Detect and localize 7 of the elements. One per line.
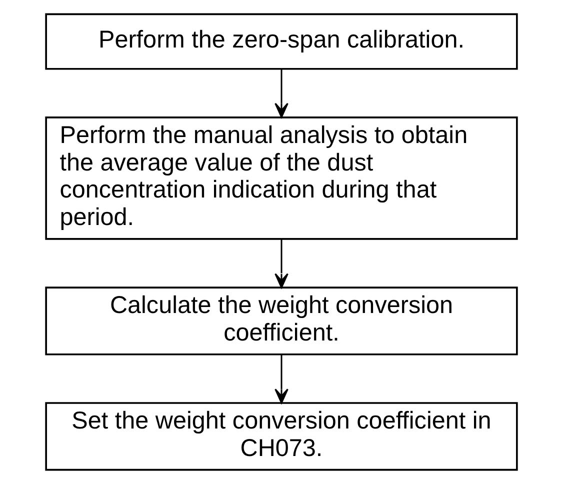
arrow	[274, 239, 288, 288]
arrow	[274, 354, 288, 404]
arrow	[274, 69, 288, 118]
node-box: Calculate the weight conversion coefficient.	[45, 286, 518, 356]
node-box: Perform the zero-span calibration.	[45, 13, 518, 70]
node-box: Perform the manual analysis to obtain the average value of the dust concentration indication during that period.	[45, 116, 518, 240]
node-box: Set the weight conversion coefficient in CH073.	[45, 402, 518, 471]
